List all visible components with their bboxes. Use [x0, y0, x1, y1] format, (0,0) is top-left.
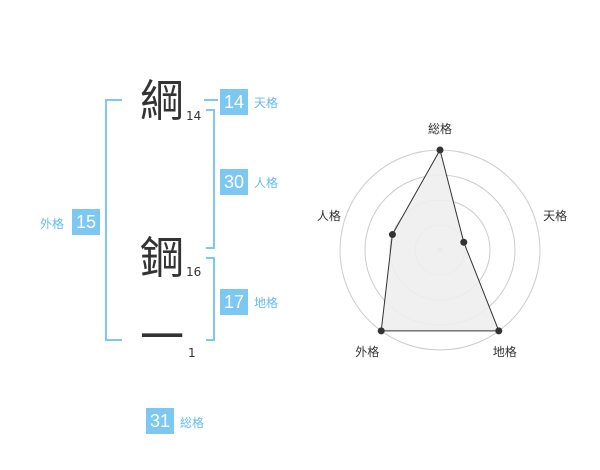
name-char-2: 鋼 — [140, 233, 184, 284]
radar-point-5 — [388, 231, 396, 239]
radar-point-1 — [436, 146, 444, 154]
radar-polygon — [380, 148, 500, 332]
radar-axis-label-4: 外格 — [355, 344, 380, 359]
radar-axis-label-3: 地格 — [492, 344, 517, 359]
jinkaku-bracket — [206, 109, 215, 249]
name-char-1-strokes: 14 — [186, 109, 202, 123]
tenkaku-value: 14 — [220, 89, 248, 115]
chikaku-label: 地格 — [254, 296, 279, 310]
name-char-3: 一 — [140, 312, 184, 363]
radar-axis-label-1: 総格 — [428, 122, 453, 136]
soukaku-label: 総格 — [180, 416, 205, 430]
tenkaku-label: 天格 — [254, 96, 279, 110]
gaikaku-label: 外格 — [40, 217, 65, 231]
radar-axis-label-5: 人格 — [316, 209, 341, 224]
jinkaku-value: 30 — [220, 169, 248, 195]
chikaku-value: 17 — [220, 289, 248, 315]
name-char-1: 綱 — [140, 76, 184, 127]
chikaku-bracket — [206, 257, 215, 341]
radar-point-2 — [460, 238, 468, 246]
name-char-3-strokes: 1 — [188, 346, 196, 360]
radar-point-4 — [377, 327, 385, 335]
soukaku-value: 31 — [146, 408, 174, 434]
gaikaku-value: 15 — [72, 209, 100, 235]
name-char-2-strokes: 16 — [186, 265, 202, 279]
radar-point-3 — [495, 327, 503, 335]
radar-axis-label-2: 天格 — [543, 209, 568, 224]
jinkaku-label: 人格 — [254, 176, 279, 190]
radar-points — [377, 146, 503, 335]
gaikaku-bracket — [105, 99, 122, 341]
